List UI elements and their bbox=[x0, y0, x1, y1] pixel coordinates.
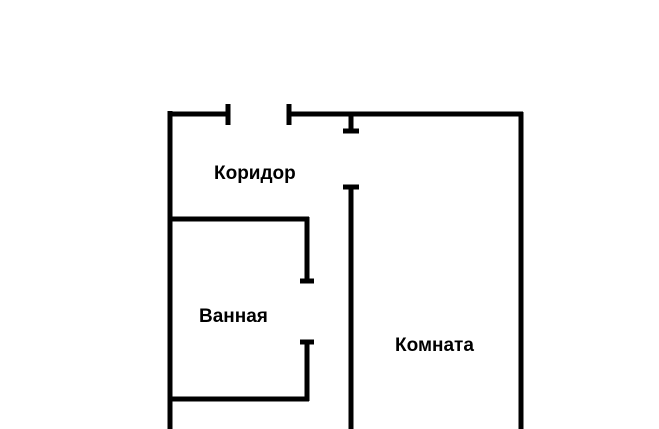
room-label: Комната bbox=[395, 335, 474, 356]
corridor-label: Коридор bbox=[214, 163, 296, 184]
bathroom-label: Ванная bbox=[199, 306, 268, 327]
